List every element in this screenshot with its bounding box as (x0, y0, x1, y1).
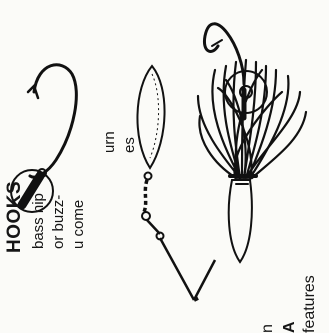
text-line: u come (70, 200, 87, 249)
caption-text-column: n A features (255, 0, 329, 333)
text-line: urn (101, 131, 118, 153)
text-line: features (301, 275, 319, 333)
text-line: es (121, 137, 138, 153)
text-line: A (281, 321, 299, 333)
spinnerbait-blade-drawing (137, 66, 215, 300)
text-line: bass nip (30, 193, 47, 249)
text-line: n (259, 324, 277, 333)
text-line: or buzz- (50, 195, 67, 249)
section-heading: HOOKS (4, 181, 26, 253)
article-text-column: HOOKS bass nip or buzz- u come urn es (0, 0, 140, 333)
